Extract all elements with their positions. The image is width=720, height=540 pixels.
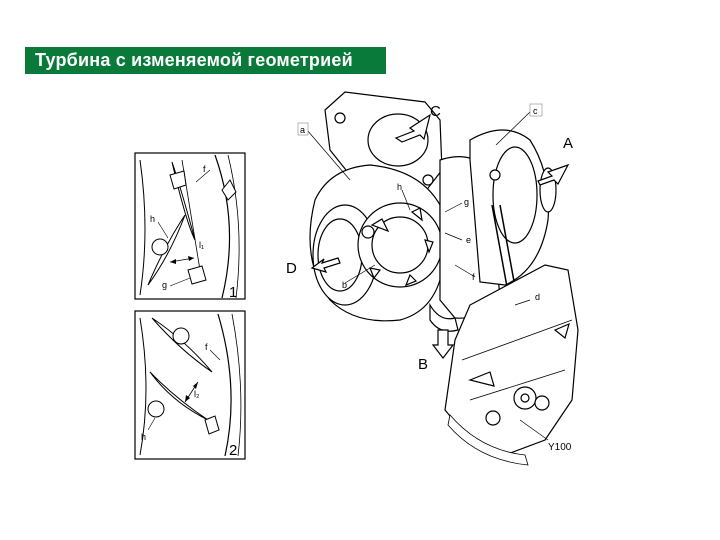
arrow-label-c: C — [430, 103, 441, 120]
page-title: Турбина с изменяемой геометрией — [25, 47, 386, 74]
figure-code: Y100 — [548, 442, 572, 453]
inset2-label-gap: l₂ — [194, 389, 200, 399]
label-g: g — [464, 197, 469, 207]
inset1-label-h: h — [150, 214, 155, 224]
inset2-label-f: f — [205, 342, 208, 352]
inset2-number: 2 — [229, 442, 237, 459]
arrow-c — [394, 113, 431, 143]
flow-arrows — [310, 113, 570, 359]
arrow-label-d: D — [286, 260, 297, 277]
arrow-d — [310, 257, 341, 273]
label-d: d — [535, 292, 540, 302]
arrow-label-a: A — [563, 135, 573, 152]
label-c: c — [533, 106, 538, 116]
inset2-label-h: h — [141, 432, 146, 442]
label-h: h — [397, 182, 402, 192]
inset-1: f h g l₁ 1 — [134, 152, 246, 301]
inset1-number: 1 — [229, 284, 237, 301]
label-b: b — [342, 280, 347, 290]
arrow-b — [431, 329, 455, 359]
inset-2: f h l₂ 2 — [134, 310, 246, 460]
arrow-label-b: B — [418, 356, 428, 373]
turbocharger-drawing — [309, 91, 579, 466]
leader-lines — [306, 111, 549, 441]
inset1-label-g: g — [162, 280, 167, 290]
main-labels: a c h g e f d b C A D B Y100 — [286, 103, 573, 453]
inset1-label-f: f — [203, 164, 206, 174]
label-a: a — [300, 125, 305, 135]
label-e: e — [466, 235, 471, 245]
arrow-a — [537, 163, 570, 186]
label-f: f — [472, 272, 475, 282]
inset1-label-gap: l₁ — [199, 240, 204, 250]
